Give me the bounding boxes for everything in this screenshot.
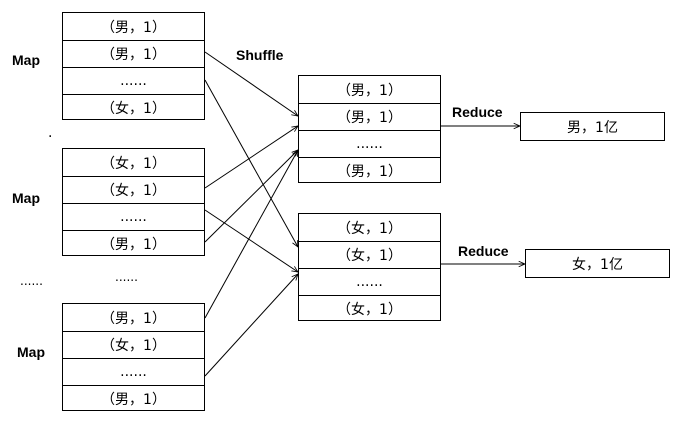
map2-cell-2: （女，1） <box>63 176 204 203</box>
arrow-map3-to-female <box>204 274 298 377</box>
reduce-label-2: Reduce <box>458 243 509 259</box>
shuffle-group-male: （男，1） （男，1） ...... （男，1） <box>298 75 441 183</box>
map-label-2: Map <box>12 190 40 206</box>
map-group-3: （男，1） （女，1） ...... （男，1） <box>62 303 205 411</box>
shuffle-female-cell-2: （女，1） <box>299 241 440 268</box>
map1-cell-2: （男，1） <box>63 40 204 67</box>
shuffle-label: Shuffle <box>236 47 284 63</box>
arrow-map1-to-female <box>204 79 298 247</box>
map2-cell-4: （男，1） <box>63 230 204 257</box>
shuffle-female-cell-3: ...... <box>299 268 440 295</box>
arrow-map2-to-female <box>204 209 298 272</box>
map1-cell-1: （男，1） <box>101 19 166 36</box>
map1-cell-4: （女，1） <box>63 94 204 121</box>
map3-cell-3: ...... <box>63 358 204 385</box>
arrow-map2-to-male-b <box>204 150 298 243</box>
result-female: 女，1亿 <box>525 249 670 278</box>
map3-cell-1: （男，1） <box>101 310 166 327</box>
map1-cell-3: ...... <box>63 67 204 94</box>
shuffle-group-female: （女，1） （女，1） ...... （女，1） <box>298 213 441 321</box>
shuffle-female-cell-4: （女，1） <box>299 295 440 322</box>
map-ellipsis-middle: ...... <box>115 270 138 284</box>
arrow-map3-to-male <box>204 150 298 319</box>
shuffle-male-cell-2: （男，1） <box>299 103 440 130</box>
map2-cell-3: ...... <box>63 203 204 230</box>
map-group-1: （男，1） （男，1） ...... （女，1） <box>62 12 205 120</box>
small-dot: . <box>48 125 53 141</box>
map2-cell-1: （女，1） <box>101 155 166 172</box>
map3-cell-2: （女，1） <box>63 331 204 358</box>
arrow-map2-to-male-a <box>204 126 298 189</box>
map-label-1: Map <box>12 52 40 68</box>
map3-cell-4: （男，1） <box>63 385 204 412</box>
result-male: 男，1亿 <box>520 112 665 141</box>
shuffle-male-cell-3: ...... <box>299 130 440 157</box>
shuffle-male-cell-1: （男，1） <box>337 82 402 99</box>
map-label-3: Map <box>17 344 45 360</box>
map-group-2: （女，1） （女，1） ...... （男，1） <box>62 148 205 256</box>
reduce-label-1: Reduce <box>452 104 503 120</box>
shuffle-male-cell-4: （男，1） <box>299 157 440 184</box>
map-ellipsis-left: ...... <box>20 274 43 288</box>
arrow-map1-to-male <box>204 51 298 116</box>
shuffle-female-cell-1: （女，1） <box>337 220 402 237</box>
